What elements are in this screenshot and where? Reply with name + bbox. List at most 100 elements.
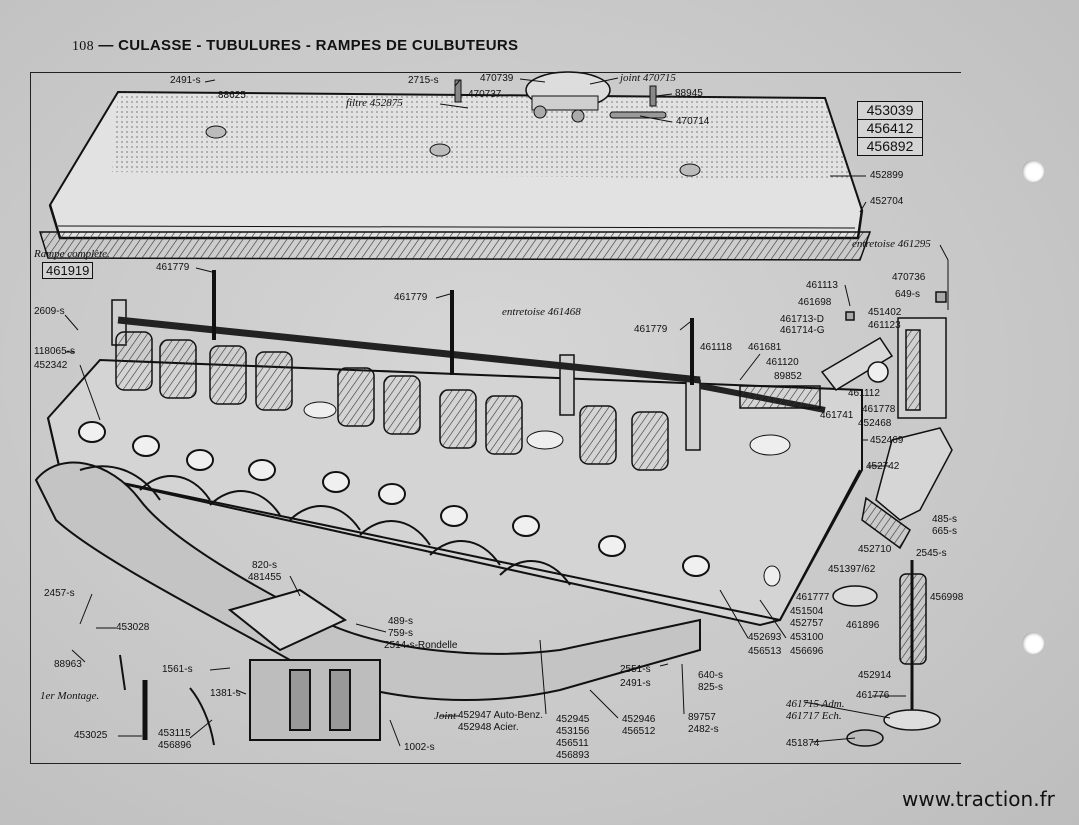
- part-label: 452945: [556, 714, 590, 725]
- part-label: 485-s: [932, 514, 958, 525]
- part-label: 461777: [796, 592, 830, 603]
- part-label: 452710: [858, 544, 892, 555]
- part-label: 2514-s-Rondelle: [384, 640, 458, 651]
- part-label: 2457-s: [44, 588, 75, 599]
- binder-hole-bottom: [1022, 632, 1044, 654]
- part-label: 453156: [556, 726, 590, 737]
- header-dash: —: [98, 37, 114, 54]
- part-label: 481455: [248, 572, 282, 583]
- part-label: 452914: [858, 670, 892, 681]
- part-label: 456893: [556, 750, 590, 761]
- part-label: Rampe complète.: [34, 248, 110, 260]
- part-label: 88945: [675, 88, 703, 99]
- part-label: Joint: [434, 710, 456, 722]
- watermark: www.traction.fr: [902, 787, 1055, 811]
- binder-hole-top: [1022, 160, 1044, 182]
- part-label: 453025: [74, 730, 108, 741]
- part-label: 461681: [748, 342, 782, 353]
- valve-cover: [38, 90, 872, 261]
- part-label: 2491-s: [170, 75, 201, 86]
- part-label: 649-s: [895, 289, 921, 300]
- part-label: 759-s: [388, 628, 414, 639]
- part-label: 118065-s: [34, 346, 75, 357]
- part-label: 2482-s: [688, 724, 719, 735]
- part-label: 453115: [158, 728, 191, 739]
- part-label: entretoise 461295: [852, 238, 931, 250]
- part-label: 461713-D: [780, 314, 824, 325]
- part-label: 452946: [622, 714, 656, 725]
- valve-spring-stack: [832, 560, 941, 747]
- part-label: 470737: [468, 89, 502, 100]
- part-label: entretoise 461468: [502, 306, 581, 318]
- part-label: 452742: [866, 461, 900, 472]
- part-label: 452948 Acier.: [458, 722, 519, 733]
- part-label: 2545-s: [916, 548, 947, 559]
- part-label: 640-s: [698, 670, 724, 681]
- part-label: 89757: [688, 712, 716, 723]
- part-label: 825-s: [698, 682, 724, 693]
- part-label: 1381-s: [210, 688, 241, 699]
- part-label: 452899: [870, 170, 904, 181]
- part-label: 461717 Ech.: [786, 710, 842, 722]
- part-label: 820-s: [252, 560, 278, 571]
- part-label: 453028: [116, 622, 150, 633]
- part-label: 470714: [676, 116, 710, 127]
- part-label: 461776: [856, 690, 890, 701]
- rocker-bracket: [820, 291, 947, 419]
- part-label: 89852: [774, 371, 802, 382]
- part-label: 456512: [622, 726, 656, 737]
- reference-number: 453039: [858, 102, 922, 120]
- part-label: 461896: [846, 620, 880, 631]
- part-label: 452757: [790, 618, 824, 629]
- part-label: 451874: [786, 738, 820, 749]
- part-label: 452947 Auto-Benz.: [458, 710, 544, 721]
- reference-number: 456892: [866, 138, 914, 154]
- part-label: 88625: [218, 90, 246, 101]
- part-label: 461113: [806, 280, 838, 291]
- part-label: filtre 452875: [346, 97, 403, 109]
- manifold: [34, 461, 701, 746]
- part-label: 456896: [158, 740, 192, 751]
- part-label: 665-s: [932, 526, 958, 537]
- part-label: 452468: [858, 418, 892, 429]
- part-label: 2715-s: [408, 75, 439, 86]
- part-label: 461118: [700, 342, 732, 353]
- part-label: 2609-s: [34, 306, 65, 317]
- part-label: 2491-s: [620, 678, 651, 689]
- part-label: 452693: [748, 632, 782, 643]
- reference-box: 453039 456412 456892: [857, 101, 923, 156]
- part-label: 461741: [820, 410, 854, 421]
- part-label: 453100: [790, 632, 824, 643]
- part-label: 1002-s: [404, 742, 435, 753]
- rocker-assembly: [111, 270, 826, 471]
- part-label: 461714-G: [780, 325, 825, 336]
- water-outlet: [861, 427, 953, 550]
- part-label: 452469: [870, 435, 904, 446]
- part-label: 451402: [868, 307, 902, 318]
- part-label: 470739: [480, 73, 514, 84]
- part-label: 451504: [790, 606, 824, 617]
- part-label: 452342: [34, 360, 68, 371]
- part-label: 88963: [54, 659, 82, 670]
- part-label: 461715 Adm.: [786, 698, 845, 710]
- part-label: 456513: [748, 646, 782, 657]
- part-label: 470736: [892, 272, 926, 283]
- part-label: 461779: [156, 262, 190, 273]
- part-label: 461779: [634, 324, 668, 335]
- part-label: 451397/62: [828, 564, 876, 575]
- part-label: 456998: [930, 592, 964, 603]
- leader-lines: [64, 77, 949, 747]
- part-label: 489-s: [388, 616, 414, 627]
- part-label: 461779: [394, 292, 428, 303]
- part-label: 461778: [862, 404, 896, 415]
- page-title: CULASSE - TUBULURES - RAMPES DE CULBUTEU…: [118, 37, 519, 54]
- part-label: 461120: [766, 357, 799, 368]
- part-label: 461112: [848, 388, 880, 399]
- part-label: 461123: [868, 320, 901, 331]
- part-label: 1561-s: [162, 664, 193, 675]
- part-label: joint 470715: [620, 72, 676, 84]
- part-label: 452704: [870, 196, 904, 207]
- page-number: 108: [72, 39, 94, 54]
